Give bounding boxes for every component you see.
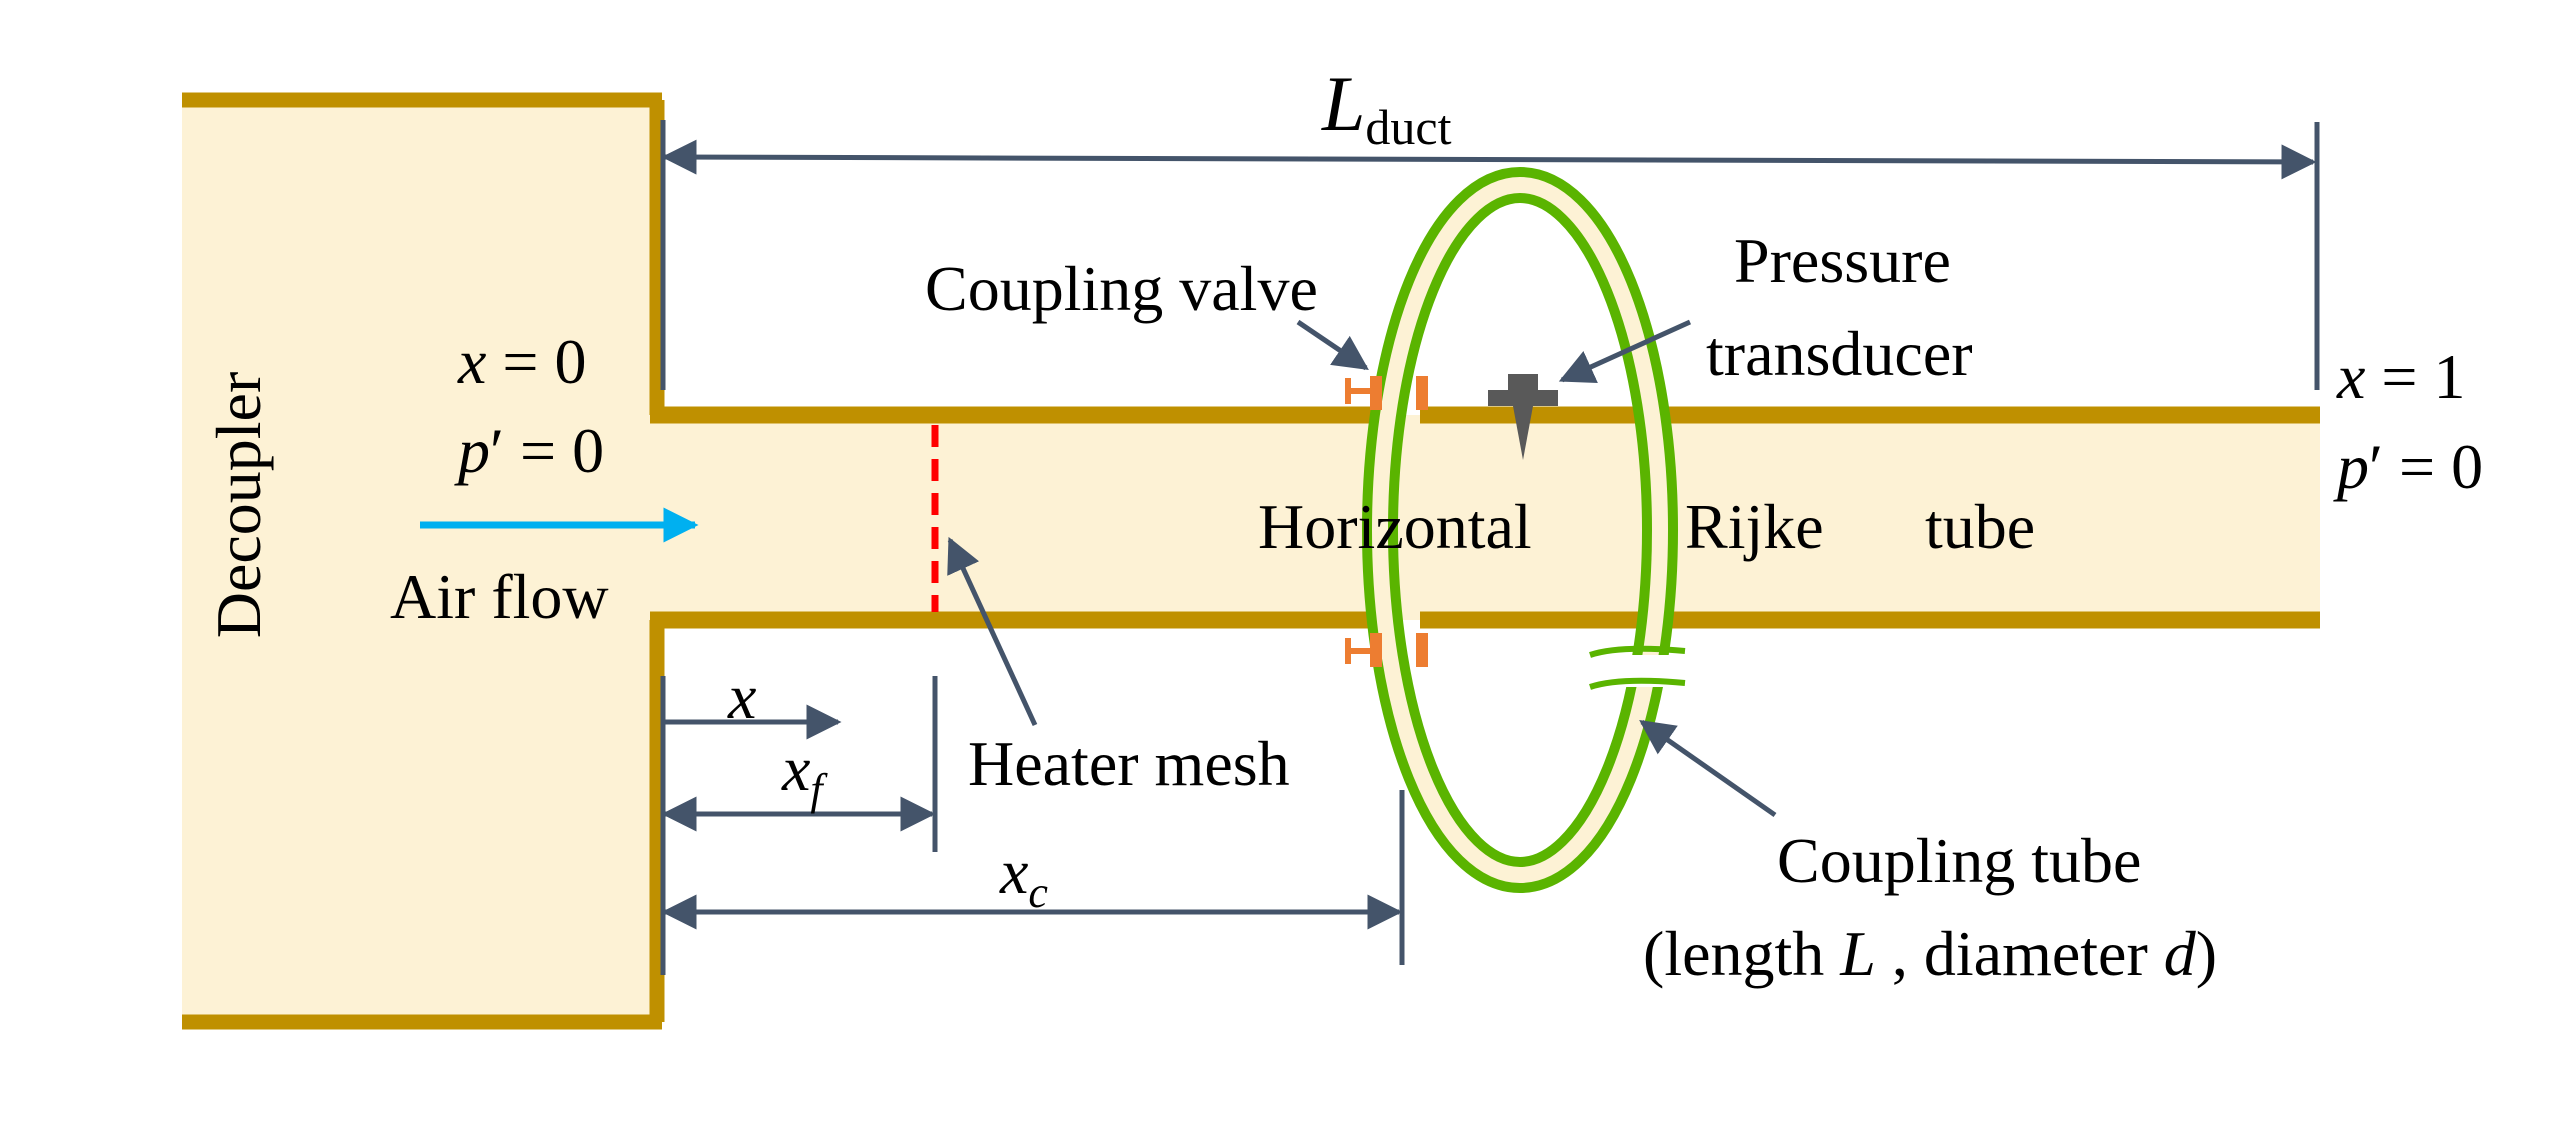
- right-boundary-p: p′ = 0: [2333, 431, 2483, 502]
- left-boundary-x: x = 0: [457, 326, 587, 397]
- x-dim-label: x: [727, 661, 756, 732]
- decoupler-walls: [182, 92, 665, 1030]
- coupling-tube-leader: [1639, 719, 1777, 818]
- coupling-tube-spec: (length L , diameter d): [1643, 918, 2217, 989]
- transducer-label: transducer: [1706, 318, 1973, 389]
- coupling-tube-label: Coupling tube: [1777, 825, 2141, 896]
- pressure-label: Pressure: [1734, 225, 1951, 296]
- decoupler-box: [182, 100, 657, 1022]
- heater-leader: [947, 536, 1038, 727]
- coupling-valve-top: [1345, 376, 1428, 410]
- xf-dim-label: xf: [781, 733, 828, 814]
- coupling-tube: [1362, 167, 1686, 893]
- pressure-transducer: [1488, 374, 1558, 460]
- transducer-leader: [1558, 319, 1692, 383]
- duct-interior: [657, 415, 2320, 620]
- tube-label-tube: tube: [1925, 491, 2035, 562]
- decoupler-label: Decoupler: [203, 372, 274, 639]
- leader-lines: [947, 319, 1777, 818]
- right-boundary-x: x = 1: [2336, 341, 2466, 412]
- coupling-valve-bottom: [1345, 633, 1428, 667]
- air-flow-label: Air flow: [390, 561, 609, 632]
- left-boundary-p: p′ = 0: [454, 415, 604, 486]
- heater-mesh-label: Heater mesh: [968, 728, 1290, 799]
- xc-dim-label: xc: [999, 836, 1048, 917]
- tube-label-horizontal: Horizontal: [1258, 491, 1532, 562]
- l-duct-dimension: [661, 139, 2317, 180]
- l-duct-label: Lduct: [1321, 60, 1452, 155]
- dimension-lines: [660, 120, 2320, 975]
- coupling-valve-leader: [1296, 319, 1369, 371]
- coupling-valve-label: Coupling valve: [925, 253, 1318, 324]
- duct-walls: [650, 406, 2320, 629]
- tube-label-rijke: Rijke: [1685, 491, 1824, 562]
